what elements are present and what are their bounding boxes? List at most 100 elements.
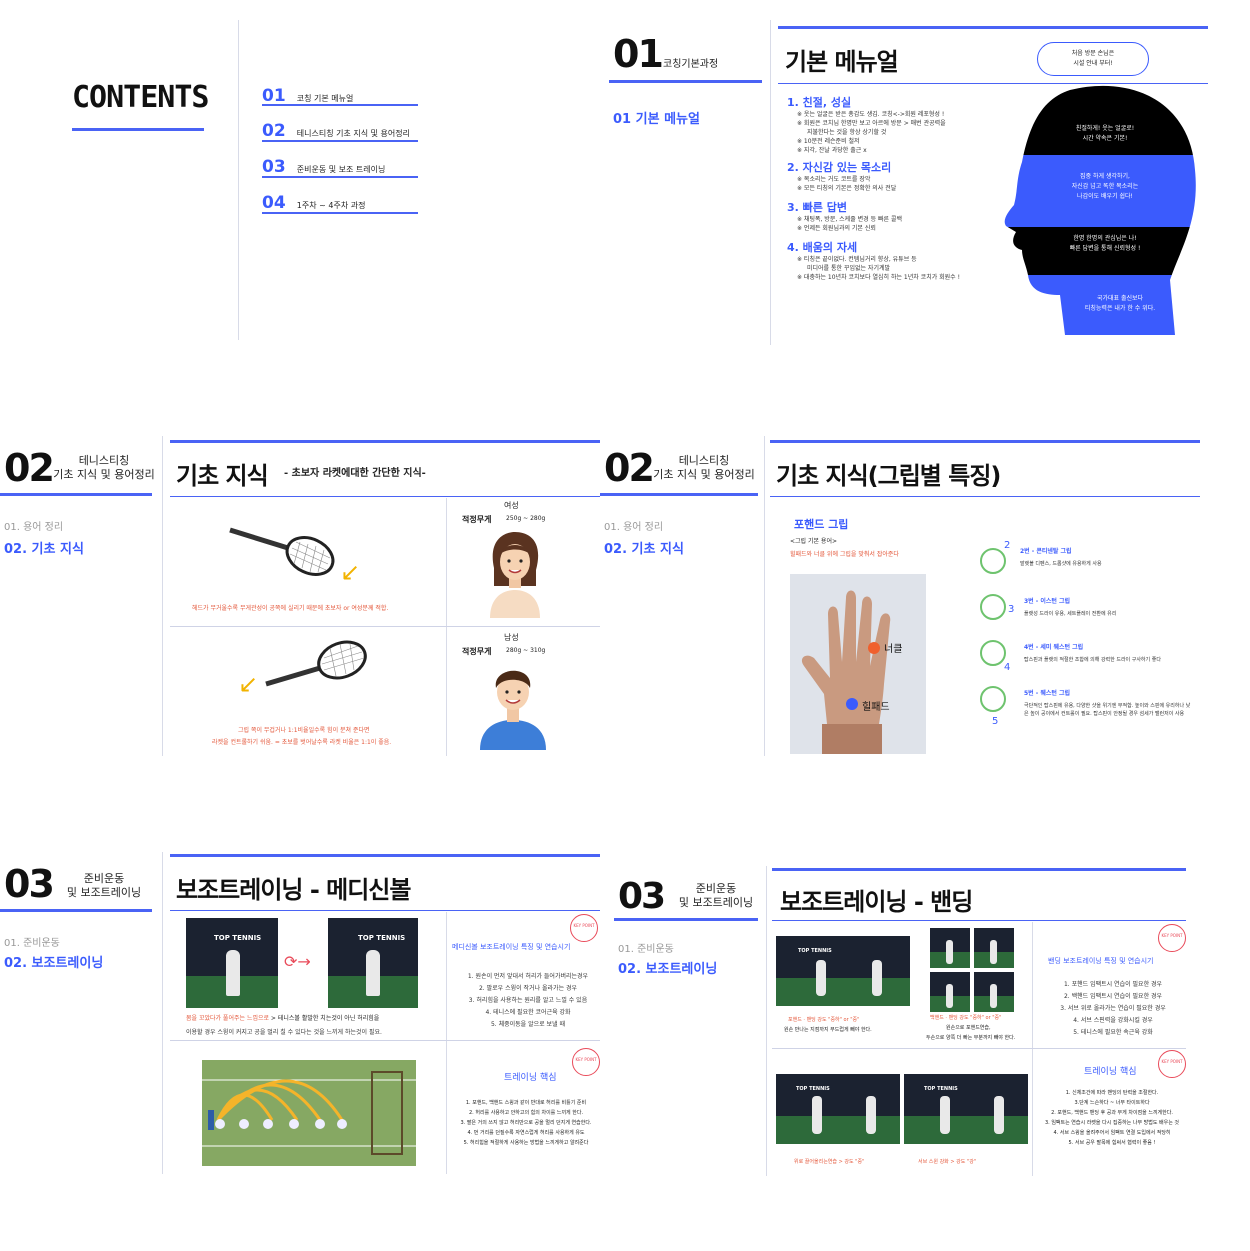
grip-desc: 탑스핀과 플랫의 적절한 조합에 의해 강력한 드라이 구사하기 좋다	[1024, 657, 1161, 663]
core-item: 1. 신체조건에 따라 밴딩의 탄력을 조절한다.	[1065, 1090, 1159, 1096]
section-subtitle: 준비운동 및 보조트레이닝	[66, 872, 142, 899]
title-topline	[170, 854, 600, 857]
manual-line: ※ 웃는 얼굴은 받은 총감도 생김. 코칭<->회원 레포형성 !	[797, 111, 945, 118]
arrow-down-icon: ↙	[238, 670, 259, 698]
feature-item: 2. 팔로우 스윙이 작거나 올라가는 경우	[478, 985, 578, 992]
photo-caption: 원손으로 포핸드연습,	[946, 1025, 991, 1031]
grip-number: 5	[992, 716, 999, 727]
section-subtitle: 테니스티칭 기초 지식 및 용어정리	[53, 454, 155, 481]
head-text: 한명 한명의 관심님은 나! 빠른 답변을 통해 신뢰형성 !	[1069, 235, 1141, 252]
title-topline	[770, 440, 1200, 443]
section-number: 03	[618, 876, 666, 917]
male-avatar	[480, 670, 546, 750]
slide-banding: 03 준비운동 및 보조트레이닝 01. 준비운동 02. 보조트레이닝 보조트…	[612, 866, 1212, 1176]
photo-brand: TOP TENNIS	[798, 948, 832, 954]
feature-head: 밴딩 보조트레이닝 특징 및 연습시기	[1048, 957, 1154, 965]
feature-item: 5. 체중이동을 알으로 보낼 때	[490, 1021, 566, 1028]
feature-item: 1. 원손이 먼저 앞대서 허리가 들어가버리는경우	[467, 973, 589, 980]
feature-item: 1. 포핸드 임팩트시 연습이 필요한 경우	[1063, 981, 1163, 988]
heel-pad-label: 힐패드	[862, 702, 890, 713]
male-weight: 280g ~ 310g	[506, 647, 546, 654]
title-topline	[170, 440, 600, 443]
key-point-badge: KEY POINT	[1158, 1050, 1186, 1078]
contents-item-num: 03	[262, 157, 286, 177]
contents-divider	[238, 20, 239, 340]
photo-brand: TOP TENNIS	[214, 934, 262, 942]
photo-brand: TOP TENNIS	[924, 1086, 958, 1092]
section-number: 02	[4, 446, 55, 490]
feature-item: 4. 테니스에 필요한 코어근육 강화	[485, 1009, 571, 1016]
contents-item-num: 04	[262, 193, 286, 213]
manual-head: 4. 배움의 자세	[787, 241, 858, 254]
knuckle-dot	[868, 642, 880, 654]
key-point-badge: KEY POINT	[1158, 924, 1186, 952]
section-number: 01	[613, 32, 664, 76]
sidebar-current: 02. 기초 지식	[4, 542, 84, 557]
grip-red: 힐패드와 너클 위에 그립을 맞춰서 잡아준다	[790, 551, 899, 558]
caption-highlight: 몸을 꼬았다가 풀어주는 느낌으로	[186, 1015, 270, 1022]
grip-sub: <그립 기본 용어>	[790, 538, 837, 545]
photo-brand: TOP TENNIS	[796, 1086, 830, 1092]
head-silhouette	[1004, 85, 1196, 335]
court-diagram	[202, 1060, 416, 1166]
core-list: 1. 신체조건에 따라 밴딩의 탄력을 조절한다. 3.단계 느슨하다 ~ 너무…	[1036, 1088, 1188, 1148]
contents-item: 04 1주차 ~ 4주차 과정	[262, 193, 365, 213]
manual-line: ※ 10분전 레슨준비 철저	[797, 138, 860, 145]
section-number: 02	[604, 446, 655, 490]
manual-head: 2. 자신감 있는 목소리	[787, 161, 892, 174]
contents-item-num: 01	[262, 86, 286, 106]
sidebar-item: 01. 용어 정리	[604, 522, 664, 533]
sidebar-current: 02. 보조트레이닝	[4, 956, 104, 971]
contents-item-label: 코칭 기본 메뉴얼	[296, 94, 354, 103]
section-number: 03	[4, 862, 55, 906]
feature-item: 2. 백핸드 임팩트시 연습이 필요한 경우	[1063, 993, 1163, 1000]
heel-pad-dot	[846, 698, 858, 710]
player-figure	[816, 960, 826, 996]
feature-item: 5. 테니스에 필요한 속근육 강화	[1073, 1029, 1153, 1036]
contents-slide: CONTENTS 01 코칭 기본 메뉴얼 02 테니스티칭 기초 지식 및 용…	[0, 20, 600, 340]
manual-line: ※ 회원은 코치님 한명만 보고 아르에 방문 > 매번 관공력을	[797, 120, 946, 127]
core-item: 3. 팔은 거의 쓰지 않고 허리만으로 공을 멀리 던지게 연습한다.	[460, 1120, 592, 1126]
player-figure	[366, 950, 380, 996]
manual-line: 미디어를 통한 꾸임없는 자기계발	[807, 265, 891, 272]
player-figure	[866, 1096, 876, 1134]
contents-item: 02 테니스티칭 기초 지식 및 용어정리	[262, 121, 410, 141]
head-text: 국가대표 출신보다 티칭능력은 내가 한 수 위다.	[1084, 295, 1156, 312]
training-photo: TOP TENNIS	[328, 918, 418, 1008]
male-weight-label: 적정무게	[462, 647, 492, 656]
head-text: 집중 하게 생각하기, 자신감 넘고 똑한 목소리는 나감이도 배우기 쉽다!	[1071, 173, 1139, 200]
grip-desc: 발렛볼 디펜스, 드롭샷에 유용하게 사용	[1020, 561, 1102, 567]
grip-head: 3번 - 이스턴 그립	[1024, 598, 1071, 605]
contents-item: 01 코칭 기본 메뉴얼	[262, 86, 353, 106]
core-item: 5. 허리힘을 적절하게 사용하는 방법을 느끼게하고 알려준다	[463, 1140, 589, 1146]
grip-desc: 극단적인 탑스핀에 유용, 다양한 샷을 위기엔 부적합. 높이와 스핀에 유리…	[1024, 703, 1191, 717]
slide-divider	[162, 436, 163, 756]
core-item: 5. 서브 공우 팔목에 힘써서 협력이 좋음 !	[1068, 1140, 1156, 1146]
photo-caption: 서브 스윈 강화 > 강도 "강"	[918, 1159, 977, 1165]
section-subtitle: 준비운동 및 보조트레이닝	[678, 882, 754, 909]
slide-basic-knowledge: 02 테니스티칭 기초 지식 및 용어정리 01. 용어 정리 02. 기초 지…	[0, 436, 600, 756]
photo-caption: 두손으로 양쪽 더 빠는 부분까지 빼야 한다.	[926, 1035, 1016, 1041]
player-figure	[990, 984, 997, 1008]
contents-item-line	[262, 212, 418, 214]
training-photo: TOP TENNIS	[776, 1074, 900, 1144]
manual-line: ※ 티칭은 끝이없다. 컨템님거리 향상, 유튜브 등	[797, 256, 917, 263]
photo-caption: 포핸드 · 밴딩 강도 "중하" or "중"	[788, 1017, 860, 1023]
racket-head-heavy-image	[229, 527, 335, 576]
racket-note: 그립 쪽이 무겁거나 1:1비율일수록 힘이 분쳐 준다면	[238, 727, 370, 734]
content-hdivider	[170, 1040, 600, 1041]
female-weight-label: 적정무게	[462, 515, 492, 524]
core-head: 트레이닝 핵심	[1084, 1067, 1137, 1077]
feature-list: 1. 포핸드 임팩트시 연습이 필요한 경우 2. 백핸드 임팩트시 연습이 필…	[1038, 980, 1188, 1037]
player-figure	[812, 1096, 822, 1134]
core-item: 3. 임팩트는 연습시 라켓을 다시 집중하는 나무 방법도 배우는 것	[1044, 1120, 1180, 1126]
training-photo	[930, 972, 970, 1012]
grip-octagon-icon	[980, 686, 1006, 712]
core-item: 4. 서브 스윙을 올려주어서 임팩트 연결 도입에서 적당히	[1053, 1130, 1171, 1136]
contents-item-num: 02	[262, 121, 286, 141]
section-underline	[614, 918, 758, 921]
photo-caption: 원손 만나는 지점까지 부드럽게 빼야 한다.	[784, 1027, 872, 1033]
photo-caption: 백핸드 · 밴딩 강도 "중하" or "중"	[930, 1015, 1002, 1021]
contents-underline	[72, 128, 204, 131]
sidebar-current: 02. 보조트레이닝	[618, 962, 718, 977]
